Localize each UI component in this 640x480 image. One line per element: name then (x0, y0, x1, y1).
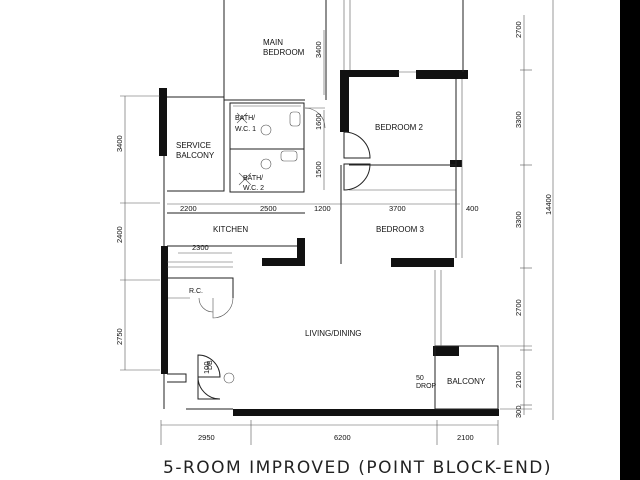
dimension-lines (120, 0, 554, 445)
wall-service-balcony-left (159, 88, 167, 156)
floor-plan: MAIN BEDROOM BEDROOM 2 BEDROOM 3 SERVICE… (115, 0, 554, 478)
drop-label-2: DROP (416, 383, 437, 390)
pipe-symbol (223, 372, 235, 384)
balcony-label: BALCONY (447, 377, 486, 386)
wall-living-left (161, 246, 168, 374)
db-label: DB (207, 360, 214, 370)
dim-left-2: 2400 (115, 226, 124, 243)
dim-bottom-1: 2950 (198, 433, 215, 442)
dim-bottom-3: 2100 (457, 433, 474, 442)
toilet-bath1 (260, 124, 272, 136)
refuse-chute-label: R.C. (189, 288, 203, 295)
dim-internal-1500: 1500 (314, 161, 323, 178)
dim-overall-height: 14400 (544, 194, 553, 215)
dim-internal-1200: 1200 (314, 204, 331, 213)
dim-internal-1600: 1600 (314, 113, 323, 130)
dim-internal-2200: 2200 (180, 204, 197, 213)
dim-right-5: 2100 (514, 371, 523, 388)
dim-internal-3700: 3700 (389, 204, 406, 213)
service-balcony-label-2: BALCONY (176, 151, 215, 160)
bath1-label-2: W.C. 1 (235, 126, 256, 133)
wall-kitchen-right (297, 238, 305, 266)
bedroom2-label: BEDROOM 2 (375, 123, 424, 132)
dim-internal-3400: 3400 (314, 41, 323, 58)
drawing-sheet: MAIN BEDROOM BEDROOM 2 BEDROOM 3 SERVICE… (0, 0, 620, 480)
bath1-label-1: BATH/ (235, 115, 255, 122)
doors-fixtures (197, 107, 371, 400)
bath2-label-2: W.C. 2 (243, 185, 264, 192)
dim-internal-400: 400 (466, 204, 479, 213)
dim-internal-100: 100 (202, 361, 211, 374)
door-swing-entrance-1 (197, 354, 221, 378)
door-swing-bedroom3 (343, 163, 371, 191)
wall-kitchen-bottom (262, 258, 305, 266)
basin-bath2 (280, 150, 298, 162)
toilet-bath2 (260, 158, 272, 170)
dim-right-2: 3300 (514, 111, 523, 128)
door-swing-bedroom2 (343, 131, 371, 159)
basin-bath1 (289, 111, 301, 127)
main-bedroom-label-1: MAIN (263, 38, 283, 47)
dim-right-3: 3300 (514, 211, 523, 228)
living-dining-label: LIVING/DINING (305, 329, 361, 338)
dim-left-1: 3400 (115, 135, 124, 152)
plan-title: 5-ROOM IMPROVED (POINT BLOCK-END) (163, 458, 552, 478)
wall-bedroom2-top-left (349, 70, 399, 77)
dim-bottom-2: 6200 (334, 433, 351, 442)
service-balcony-label-1: SERVICE (176, 141, 211, 150)
dim-right-4: 2700 (514, 299, 523, 316)
dim-left-3: 2750 (115, 328, 124, 345)
main-bedroom-label-2: BEDROOM (263, 48, 305, 57)
bedroom3-label: BEDROOM 3 (376, 225, 425, 234)
dim-internal-2300: 2300 (192, 243, 209, 252)
wall-bedroom2-left (340, 70, 349, 132)
kitchen-label: KITCHEN (213, 225, 248, 234)
structural-walls (159, 70, 499, 416)
door-swing-db (198, 297, 214, 313)
dim-internal-2500: 2500 (260, 204, 277, 213)
wall-bedroom3-bottom (391, 258, 454, 267)
room-outlines (163, 0, 499, 410)
bath2-label-1: BATH/ (243, 175, 263, 182)
door-swing-entrance-2 (197, 376, 221, 400)
wall-bottom (233, 409, 499, 416)
wall-bedroom2-top-right (416, 70, 468, 79)
drop-label-1: 50 (416, 375, 424, 382)
wall-balcony-corner (433, 346, 459, 356)
door-swing-rc (212, 297, 234, 319)
dim-right-1: 2700 (514, 21, 523, 38)
dim-right-6: 300 (514, 405, 523, 418)
